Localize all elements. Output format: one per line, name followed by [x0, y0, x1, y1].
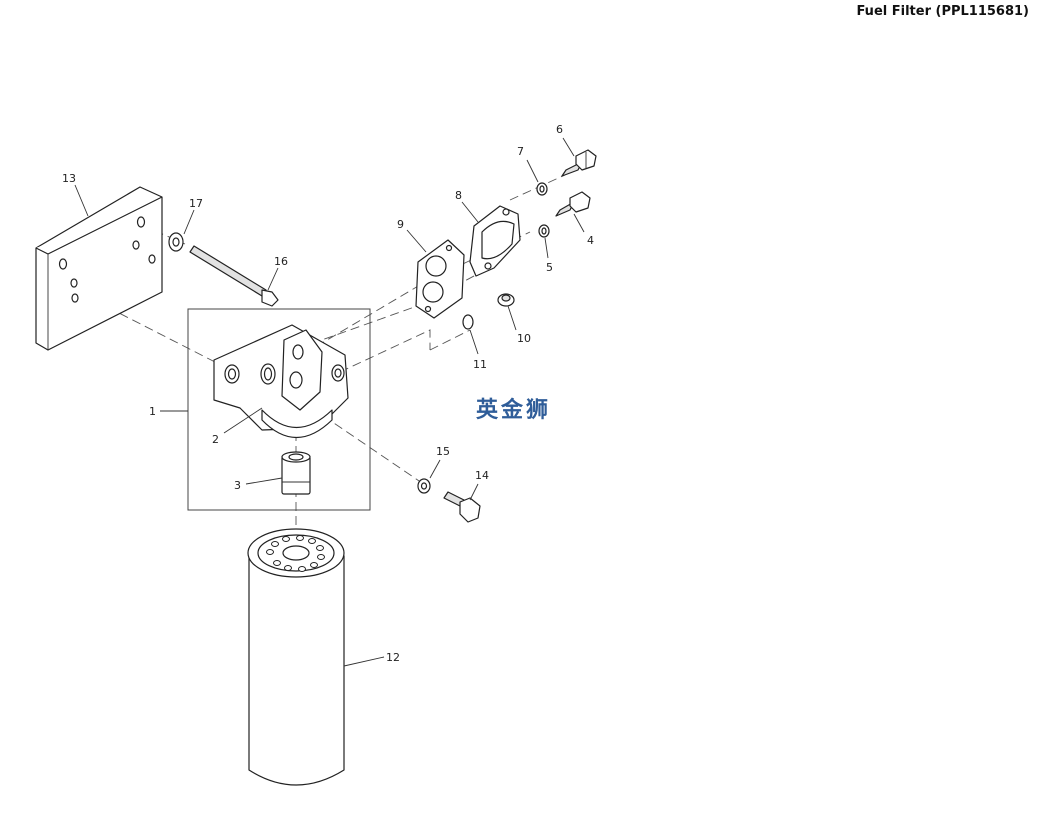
- callout-11: 11: [473, 358, 487, 371]
- filter-head-part-2: [213, 324, 349, 439]
- plug-part-10: [497, 293, 515, 307]
- leader-lines: [74, 137, 585, 667]
- callout-14: 14: [475, 469, 489, 482]
- adapter-part-3: [281, 451, 311, 495]
- callout-1: 1: [149, 405, 156, 418]
- washer-part-15: [417, 478, 431, 494]
- callout-16: 16: [274, 255, 288, 268]
- bolt-part-4: [555, 191, 591, 217]
- callout-5: 5: [546, 261, 553, 274]
- washer-part-17: [168, 232, 184, 252]
- callout-2: 2: [212, 433, 219, 446]
- callout-15: 15: [436, 445, 450, 458]
- callout-17: 17: [189, 197, 203, 210]
- page-title: Fuel Filter (PPL115681): [856, 4, 1029, 19]
- assembly-box-part-1: [187, 308, 371, 511]
- callout-13: 13: [62, 172, 76, 185]
- callout-labels: 1 2 3 4 5 6 7 8 9 10 11 12 13 14 15 16 1…: [62, 123, 594, 664]
- long-bolt-part-16: [189, 245, 279, 307]
- callout-12: 12: [386, 651, 400, 664]
- callout-10: 10: [517, 332, 531, 345]
- washer-part-5: [538, 224, 550, 238]
- callout-8: 8: [455, 189, 462, 202]
- callout-3: 3: [234, 479, 241, 492]
- filter-canister-part-12: [247, 528, 345, 786]
- cover-part-8: [469, 205, 521, 277]
- o-ring-part-11: [462, 314, 474, 330]
- washer-part-7: [536, 182, 548, 196]
- bolt-part-6: [561, 149, 597, 177]
- watermark-logo: 英金狮: [476, 397, 551, 423]
- callout-4: 4: [587, 234, 594, 247]
- callout-7: 7: [517, 145, 524, 158]
- callout-9: 9: [397, 218, 404, 231]
- mounting-plate-part-13: [35, 186, 163, 351]
- callout-6: 6: [556, 123, 563, 136]
- gasket-part-9: [415, 239, 465, 319]
- bolt-part-14: [443, 491, 481, 523]
